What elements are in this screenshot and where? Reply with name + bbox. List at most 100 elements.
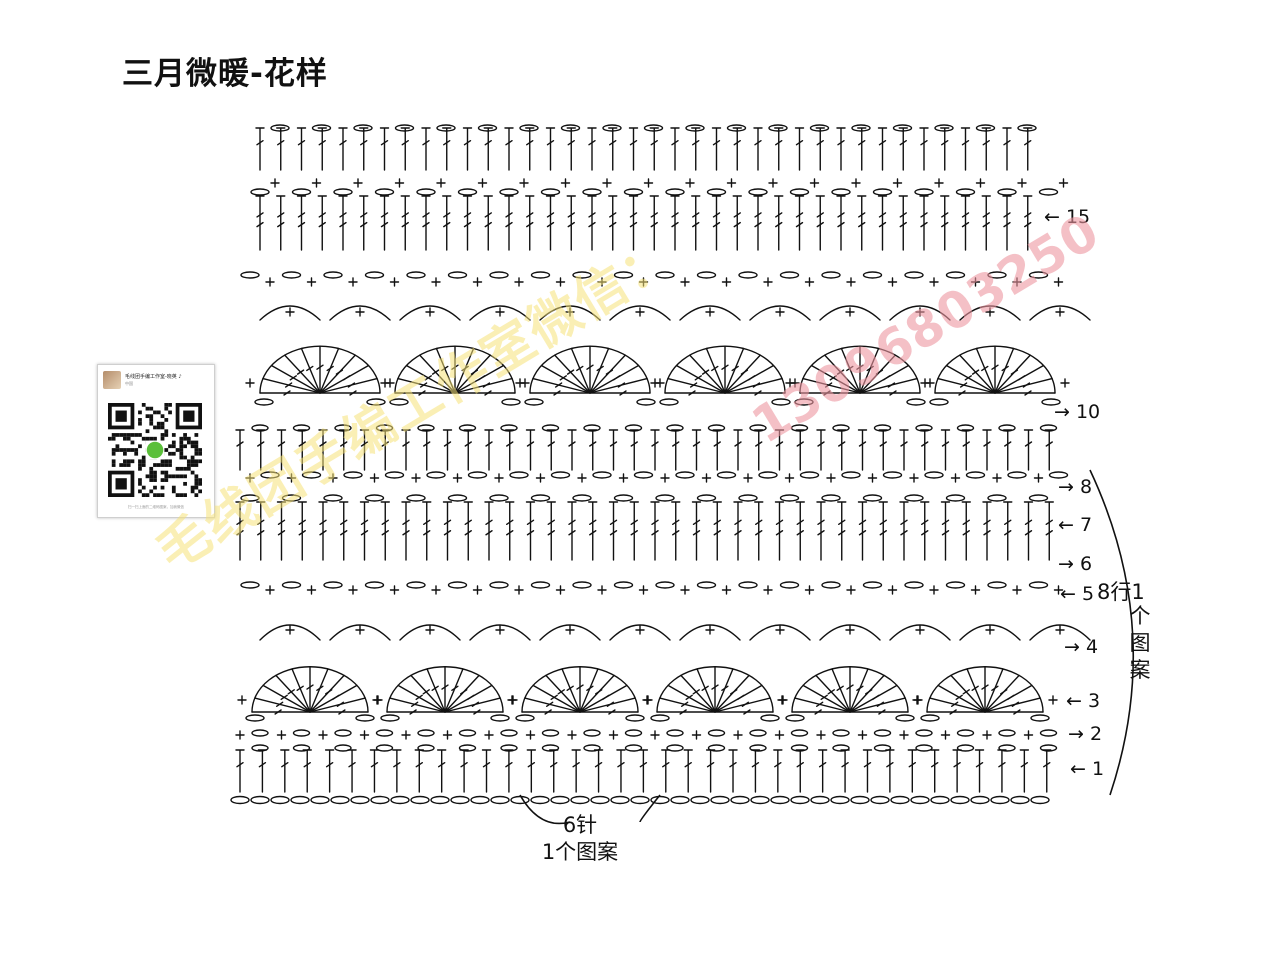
chain-stitch bbox=[530, 494, 551, 502]
stitch-slash bbox=[774, 762, 782, 768]
stitch-slash bbox=[712, 212, 721, 218]
stitch-slash bbox=[713, 530, 721, 536]
stitch-slash bbox=[775, 221, 783, 228]
chain-stitch bbox=[1017, 124, 1037, 132]
stitch-slash bbox=[568, 441, 576, 447]
stitch-slash bbox=[485, 519, 493, 525]
stitch-slash bbox=[865, 689, 873, 695]
chain-arc bbox=[609, 624, 671, 641]
single-crochet-stitch bbox=[1053, 277, 1064, 287]
qr-module bbox=[149, 489, 154, 494]
chain-stitch bbox=[706, 188, 727, 196]
double-crochet-stitch bbox=[379, 127, 390, 171]
stitch-slash bbox=[443, 140, 451, 146]
double-crochet-stitch bbox=[795, 429, 805, 471]
chain-stitch bbox=[311, 124, 332, 132]
fan-stitch bbox=[397, 377, 456, 394]
fan-stitch bbox=[554, 354, 591, 394]
chain-stitch bbox=[541, 424, 560, 432]
chain-stitch bbox=[998, 744, 1016, 752]
stitch-slash bbox=[545, 701, 554, 707]
stitch-slash bbox=[256, 212, 264, 218]
fan-stitch bbox=[680, 674, 716, 713]
chain-stitch bbox=[945, 581, 966, 589]
stitch-slash bbox=[526, 530, 535, 536]
chain-stitch bbox=[1041, 398, 1061, 406]
double-crochet-stitch bbox=[566, 195, 576, 251]
chain-stitch bbox=[281, 581, 302, 589]
chain-stitch bbox=[794, 398, 814, 406]
stitch-slash bbox=[755, 530, 763, 536]
single-crochet-stitch bbox=[733, 730, 743, 740]
stitch-slash bbox=[982, 221, 990, 228]
single-crochet-stitch bbox=[635, 625, 645, 635]
stitch-slash bbox=[526, 212, 534, 218]
stitch-slash bbox=[775, 519, 784, 525]
chain-stitch bbox=[987, 271, 1007, 279]
stitch-slash bbox=[713, 441, 721, 447]
single-crochet-stitch bbox=[618, 473, 629, 483]
stitch-slash bbox=[982, 212, 990, 218]
stitch-slash bbox=[899, 212, 907, 218]
stitch-slash bbox=[775, 212, 783, 218]
stitch-slash bbox=[899, 221, 907, 228]
qr-module bbox=[123, 459, 127, 464]
avatar bbox=[103, 371, 121, 389]
stitch-slash bbox=[423, 519, 431, 525]
double-crochet-stitch bbox=[317, 195, 327, 251]
double-crochet-stitch bbox=[525, 501, 536, 561]
fan-stitch bbox=[419, 354, 456, 394]
stitch-slash bbox=[962, 530, 970, 536]
single-crochet-stitch bbox=[970, 277, 981, 287]
qr-module bbox=[156, 463, 161, 467]
qr-module bbox=[183, 466, 187, 471]
fan-stitch bbox=[975, 347, 996, 394]
qr-module bbox=[134, 433, 139, 437]
stitch-slash bbox=[431, 369, 440, 375]
fan-stitch bbox=[291, 668, 311, 713]
stitch-slash bbox=[650, 140, 658, 146]
chain-stitch bbox=[292, 424, 311, 432]
double-crochet-stitch bbox=[794, 195, 805, 251]
stitch-slash bbox=[422, 221, 430, 228]
stitch-slash bbox=[1011, 701, 1020, 707]
double-crochet-stitch bbox=[753, 127, 763, 171]
stitch-slash bbox=[568, 530, 576, 536]
chain-stitch bbox=[550, 471, 571, 479]
single-crochet-stitch bbox=[920, 378, 930, 388]
qr-module bbox=[149, 414, 154, 419]
qr-module bbox=[175, 466, 180, 471]
stitch-slash bbox=[1003, 140, 1011, 146]
stitch-slash bbox=[409, 709, 417, 715]
single-crochet-stitch bbox=[1033, 473, 1044, 483]
chain-stitch bbox=[1039, 424, 1058, 432]
stitch-slash bbox=[316, 685, 324, 691]
qr-module bbox=[138, 444, 142, 449]
double-crochet-stitch bbox=[1019, 749, 1030, 793]
double-crochet-stitch bbox=[442, 501, 453, 561]
qr-module bbox=[126, 448, 131, 452]
stitch-slash bbox=[370, 762, 379, 768]
stitch-slash bbox=[899, 140, 907, 146]
double-crochet-stitch bbox=[462, 195, 473, 251]
chain-stitch bbox=[530, 271, 551, 279]
single-crochet-stitch bbox=[992, 473, 1002, 483]
qr-module bbox=[194, 463, 199, 467]
chain-stitch bbox=[666, 729, 684, 737]
chain-stitch bbox=[998, 424, 1016, 432]
qr-module bbox=[175, 474, 180, 479]
stitch-slash bbox=[349, 390, 357, 396]
stitch-slash bbox=[380, 221, 389, 228]
chain-stitch bbox=[799, 471, 820, 479]
chain-stitch bbox=[904, 494, 924, 502]
stitch-slash bbox=[393, 762, 401, 768]
chain-stitch bbox=[230, 795, 250, 805]
stitch-slash bbox=[684, 762, 692, 768]
stitch-slash bbox=[451, 364, 459, 370]
stitch-slash bbox=[754, 212, 762, 218]
single-crochet-stitch bbox=[565, 307, 575, 317]
double-crochet-stitch bbox=[961, 501, 971, 561]
chain-stitch bbox=[914, 188, 934, 196]
chain-stitch bbox=[290, 795, 310, 805]
row-label-4: → 4 bbox=[1064, 636, 1099, 658]
